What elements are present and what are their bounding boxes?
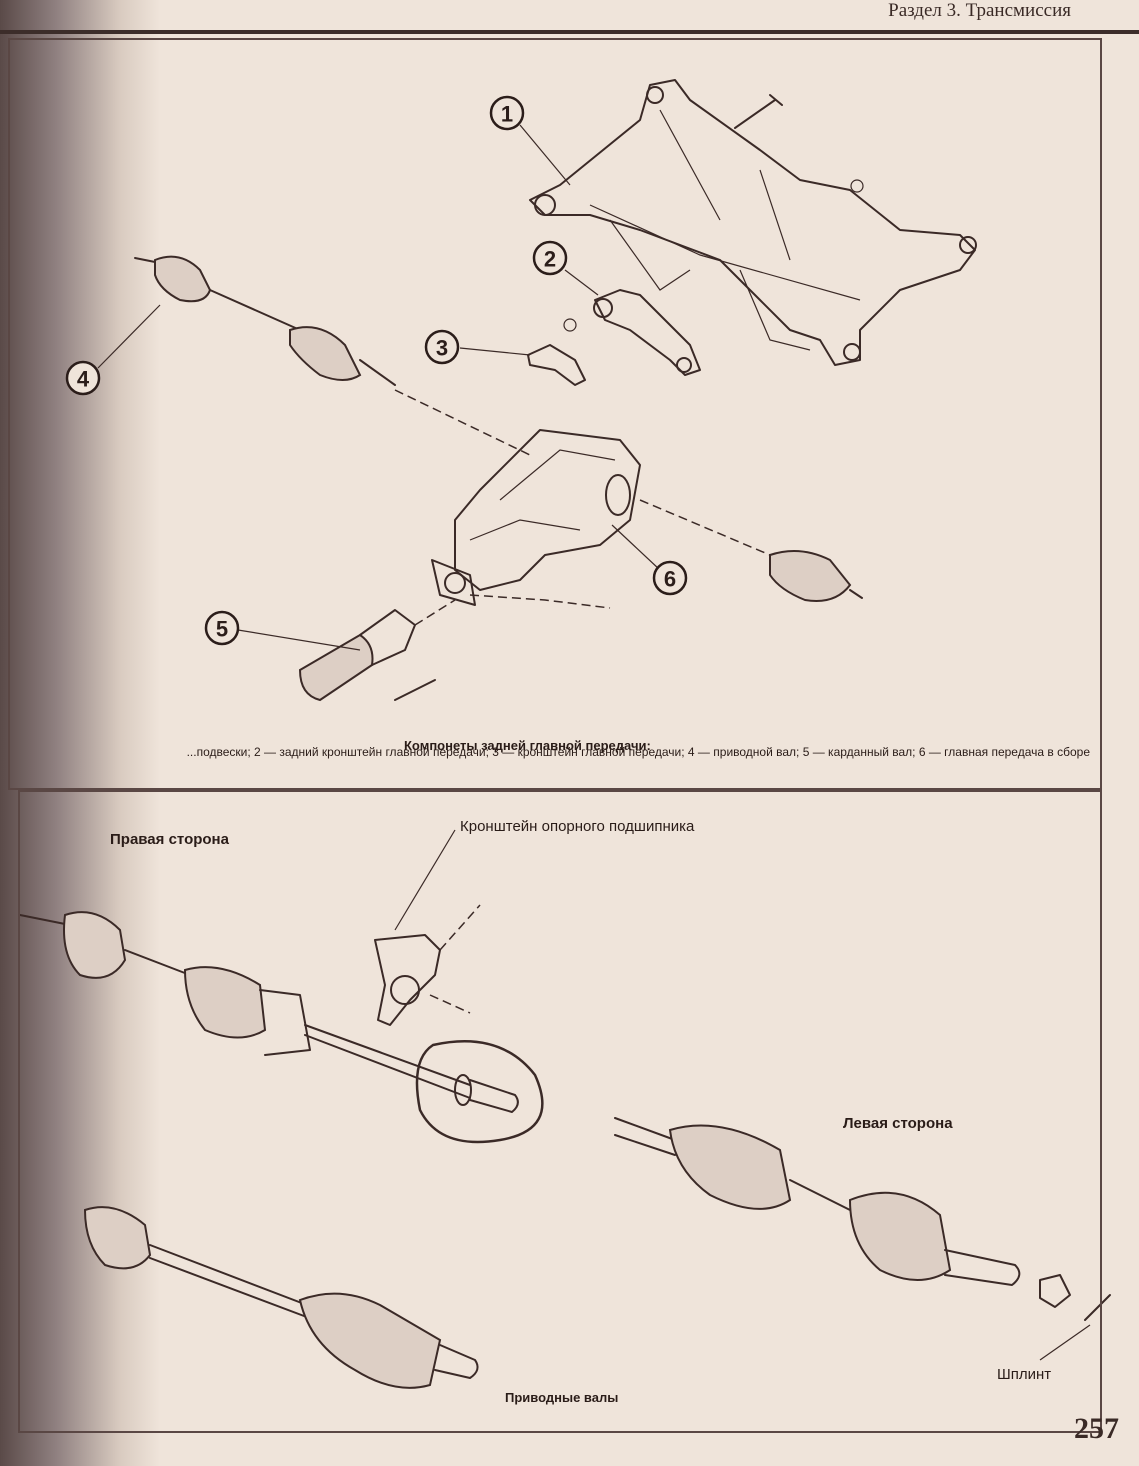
left-drive-shaft-drawing — [614, 1117, 1111, 1361]
callout-4: 4 — [65, 360, 101, 396]
cotter-pin-label: Шплинт — [997, 1366, 1052, 1383]
callout-5-number: 5 — [216, 617, 228, 642]
header-rule — [0, 30, 1139, 34]
callout-2-number: 2 — [544, 247, 556, 272]
bracket-drawing — [527, 344, 586, 386]
propeller-shaft-drawing — [298, 609, 436, 702]
drive-shafts-caption: Приводные валы — [505, 1390, 619, 1405]
left-side-label: Левая сторона — [843, 1115, 953, 1132]
callout-5: 5 — [204, 610, 240, 646]
page-number: 257 — [1074, 1412, 1119, 1445]
callout-3: 3 — [424, 329, 460, 365]
callout-6-number: 6 — [664, 567, 676, 592]
callout-2: 2 — [532, 240, 568, 276]
callout-4-number: 4 — [77, 367, 90, 392]
callout-1: 1 — [489, 95, 525, 131]
right-drive-shaft-upper-drawing — [19, 911, 519, 1113]
running-head: Раздел 3. Трансмиссия — [888, 0, 1071, 21]
rear-bracket-drawing — [563, 289, 701, 376]
callout-6: 6 — [652, 560, 688, 596]
right-drive-shaft-lower-drawing — [83, 1206, 479, 1389]
drive-shaft-right-drawing — [769, 550, 863, 602]
figure-rear-differential — [8, 38, 1102, 790]
bearing-bracket-drawing — [374, 829, 481, 1026]
figure-drive-shafts — [18, 790, 1102, 1433]
bearing-bracket-label: Кронштейн опорного подшипника — [460, 818, 695, 835]
figure-caption-legend: ...подвески; 2 — задний кронштейн главно… — [186, 745, 1090, 759]
differential-drawing — [431, 429, 641, 606]
figure-caption-title: Компонеты задней главной передачи: — [404, 738, 651, 753]
callout-3-number: 3 — [436, 336, 448, 361]
highlight-circle — [415, 1040, 544, 1144]
subframe-drawing — [529, 79, 977, 366]
callout-1-number: 1 — [501, 102, 513, 127]
right-side-label: Правая сторона — [110, 831, 229, 848]
drive-shaft-left-drawing — [134, 255, 396, 386]
